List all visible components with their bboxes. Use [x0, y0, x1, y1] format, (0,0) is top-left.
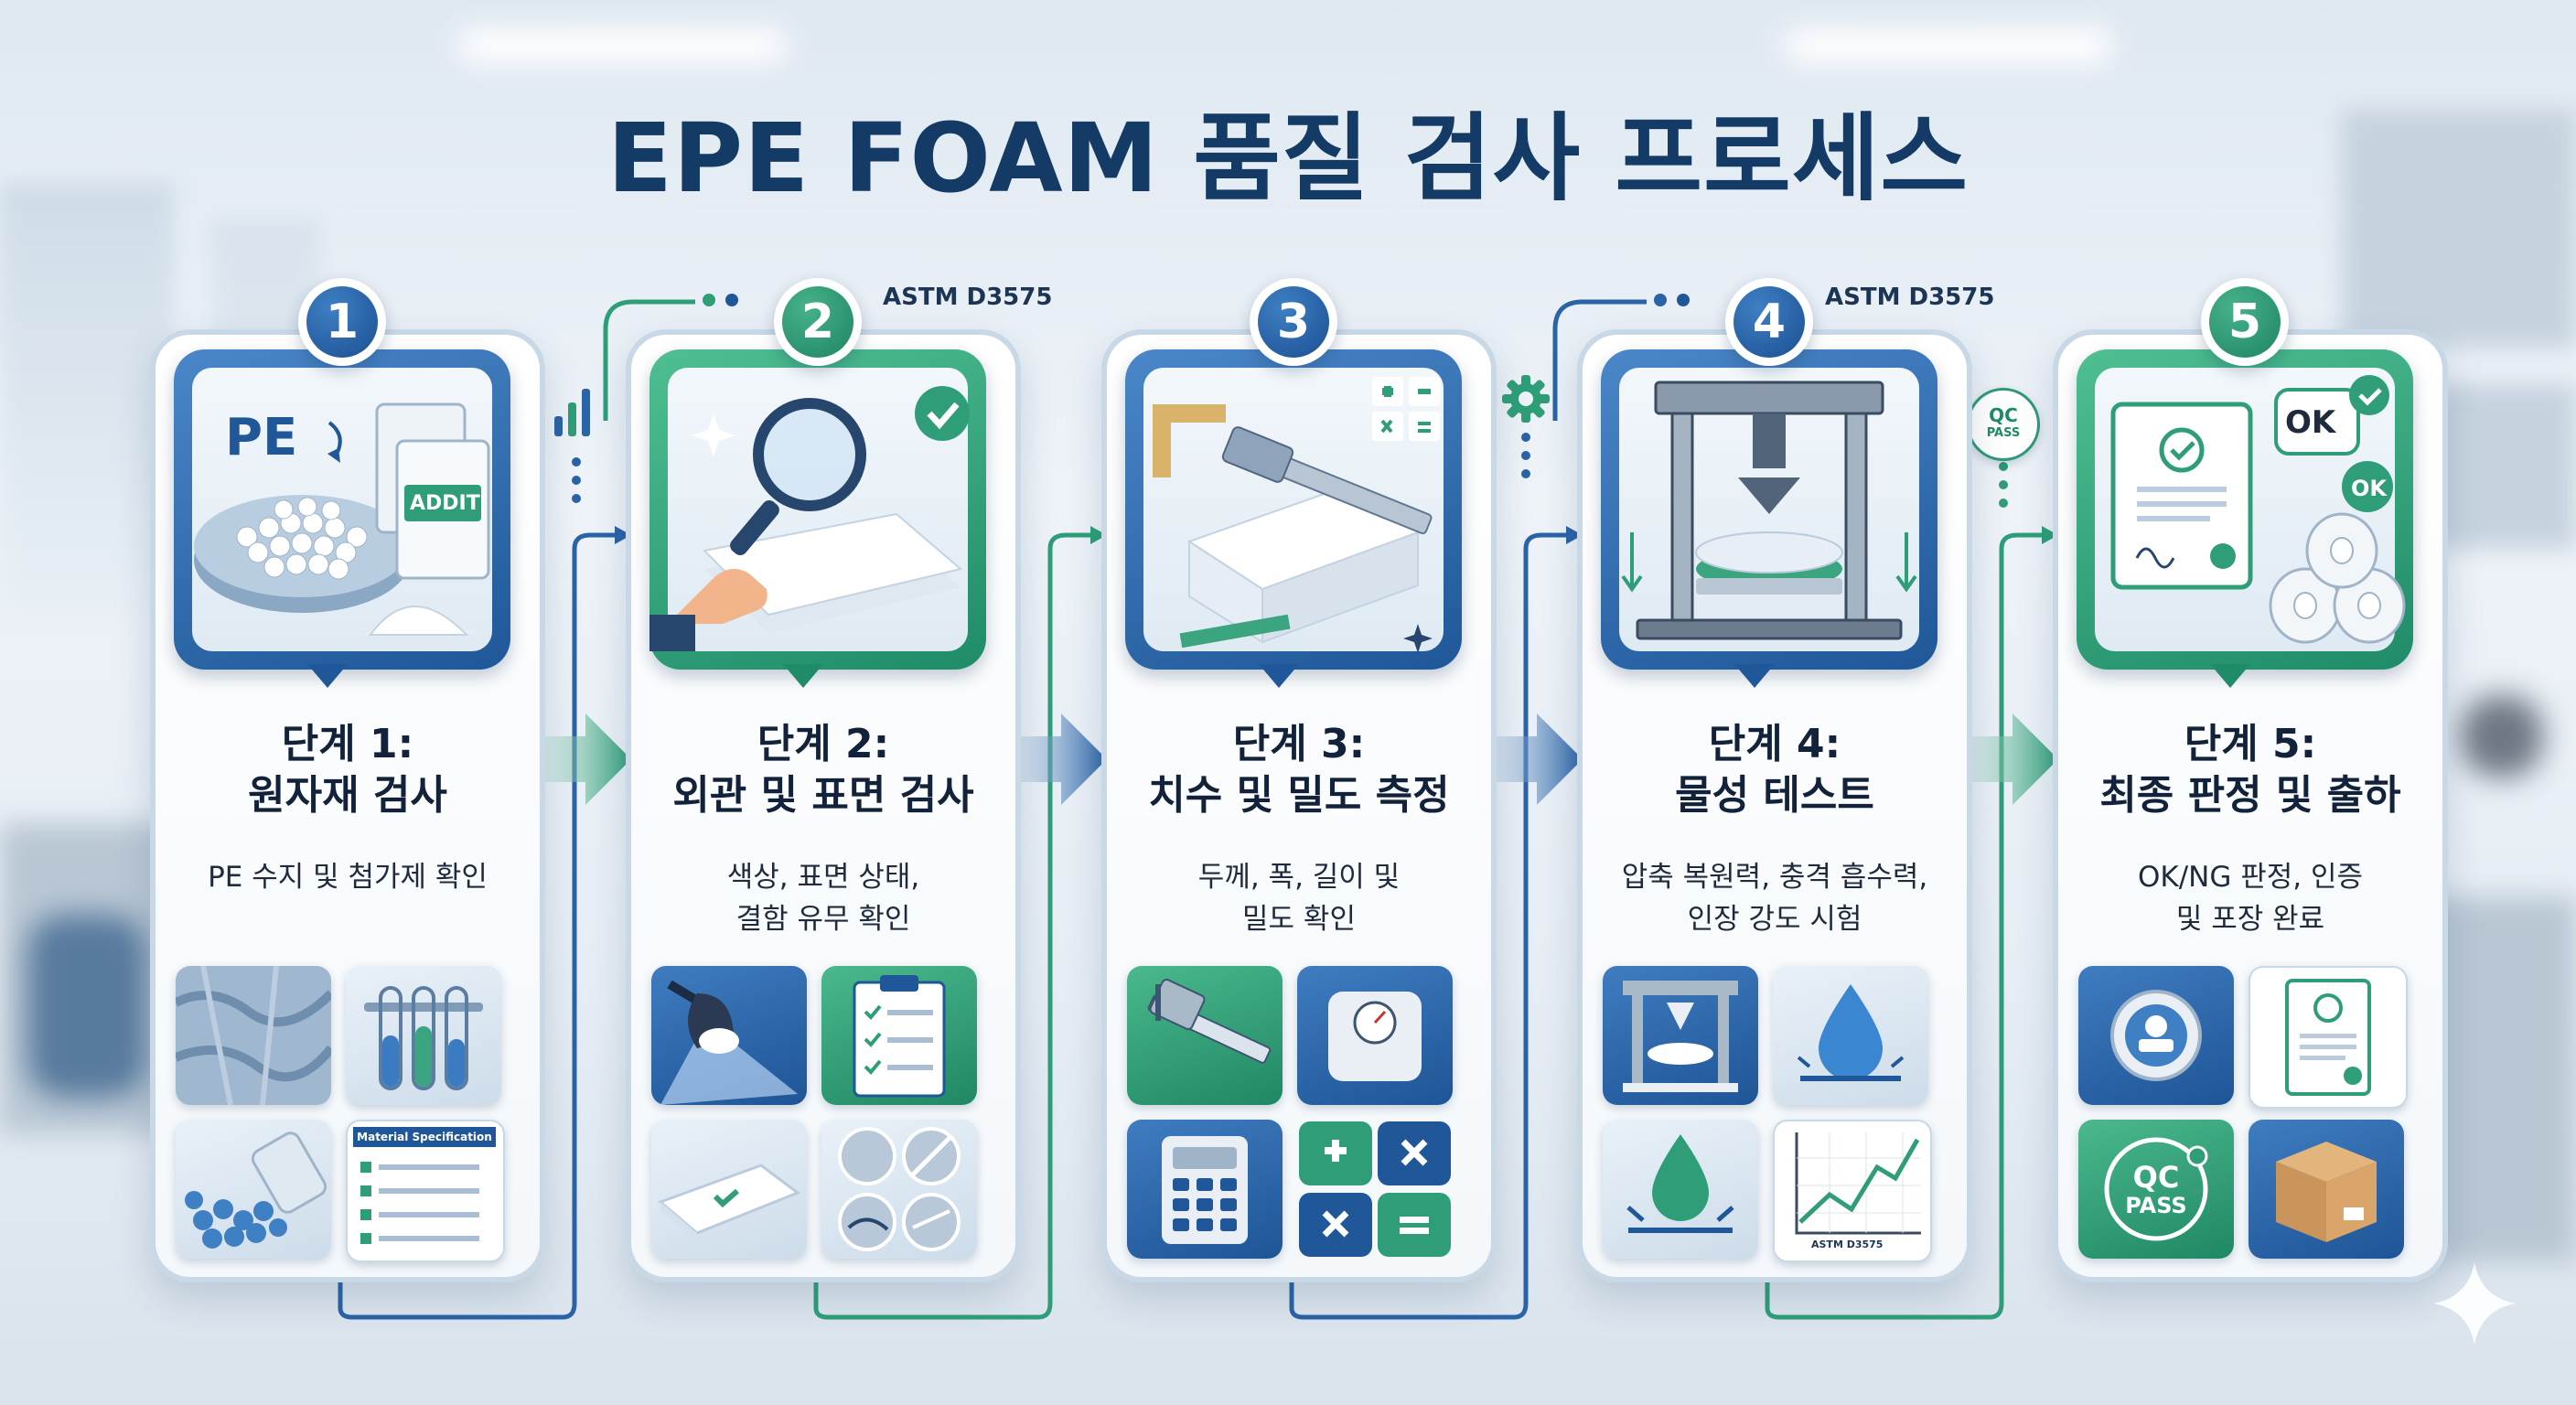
graph-icon: ASTM D3575	[1773, 1120, 1932, 1262]
magnifier-icon	[649, 386, 970, 651]
step-card-3: 단계 3: 치수 및 밀도 측정 두께, 폭, 길이 및 밀도 확인	[1101, 329, 1497, 1282]
step-3-title-line2: 치수 및 밀도 측정	[1148, 772, 1450, 819]
step-2-badge: 2	[774, 278, 862, 366]
step-2-hero	[649, 349, 986, 670]
certificate-icon	[2110, 375, 2406, 644]
step-3-desc-line1: 두께, 폭, 길이 및	[1197, 861, 1401, 894]
step-4-hero	[1601, 349, 1937, 670]
step-5-title-line1: 단계 5:	[2184, 721, 2317, 767]
step-4-title-line2: 물성 테스트	[1675, 772, 1874, 819]
step-2-desc-line1: 색상, 표면 상태,	[726, 861, 920, 894]
step-4-badge: 4	[1725, 278, 1813, 366]
green-drop-icon	[1603, 1120, 1758, 1259]
step-4-desc-line1: 압축 복원력, 충격 흡수력,	[1621, 861, 1928, 894]
hero-ok-label-2: OK	[2351, 476, 2387, 501]
step-5-title-line2: 최종 판정 및 출하	[2099, 772, 2401, 819]
calculator-icon	[1127, 1120, 1283, 1259]
step-2-desc-line2: 결함 유무 확인	[735, 903, 911, 936]
step-1-title-line2: 원자재 검사	[248, 772, 447, 819]
step-5-desc-line2: 및 포장 완료	[2175, 903, 2325, 936]
hero-ok-label-1: OK	[2285, 404, 2336, 441]
step-2-title-line2: 외관 및 표면 검사	[672, 772, 974, 819]
compression-icon	[1603, 966, 1758, 1105]
step-5-desc-line1: OK/NG 판정, 인증	[2137, 861, 2364, 894]
step-3-badge: 3	[1250, 278, 1337, 366]
foam-sheet-icon	[651, 1120, 807, 1259]
step-3-hero	[1125, 349, 1462, 670]
lamp-icon	[651, 966, 807, 1105]
step-card-1: PE ADDIT 단계 1: 원자재 검사 PE 수지 및 첨가제 확인 Mat…	[150, 329, 545, 1282]
step-3-title-line1: 단계 3:	[1232, 721, 1366, 767]
step-5-hero: OK OK	[2077, 349, 2413, 670]
standard-label-1: ASTM D3575	[883, 284, 1053, 311]
step-1-title-line1: 단계 1:	[281, 721, 414, 767]
foam-texture-icon	[176, 966, 331, 1105]
pellets-jar-icon	[176, 1120, 331, 1259]
step-1-hero: PE ADDIT	[174, 349, 510, 670]
material-spec-icon: Material Specification	[346, 1120, 505, 1262]
qc-pass-icon: QC PASS	[2078, 1120, 2234, 1259]
press-icon	[1621, 381, 1917, 640]
test-tubes-icon	[346, 966, 501, 1105]
step-card-4: 단계 4: 물성 테스트 압축 복원력, 충격 흡수력, 인장 강도 시험 AS…	[1577, 329, 1972, 1282]
document-icon	[2249, 966, 2408, 1109]
caliper-icon	[1153, 377, 1440, 653]
box-icon	[2249, 1120, 2404, 1259]
pe-pellets-icon	[194, 402, 490, 636]
step-4-desc-line2: 인장 강도 시험	[1687, 903, 1862, 936]
defect-samples-icon	[821, 1120, 977, 1259]
scale-icon	[1297, 966, 1453, 1105]
hero-bag-label: ADDIT	[410, 492, 480, 515]
step-4-title-line1: 단계 4:	[1708, 721, 1841, 767]
stamp-icon	[2078, 966, 2234, 1105]
caliper-tile-icon	[1127, 966, 1283, 1105]
step-1-badge: 1	[298, 278, 386, 366]
checklist-icon	[821, 966, 977, 1105]
qc-pass-badge: QC PASS	[1967, 388, 2040, 461]
sparkle-icon	[2433, 1262, 2516, 1345]
standard-label-2: ASTM D3575	[1825, 284, 1995, 311]
step-2-title-line1: 단계 2:	[757, 721, 890, 767]
hero-pe-label: PE	[225, 408, 298, 467]
step-3-desc-line2: 밀도 확인	[1242, 903, 1356, 936]
page-title: EPE FOAM 품질 검사 프로세스	[606, 102, 1970, 214]
math-symbols-icon	[1297, 1120, 1453, 1259]
step-card-5: OK OK 단계 5: 최종 판정 및 출하 OK/NG 판정, 인증 및 포장…	[2053, 329, 2448, 1282]
step-card-2: 단계 2: 외관 및 표면 검사 색상, 표면 상태, 결함 유무 확인	[626, 329, 1021, 1282]
water-drop-icon	[1773, 966, 1928, 1105]
step-1-desc-line1: PE 수지 및 첨가제 확인	[208, 861, 488, 894]
step-5-badge: 5	[2201, 278, 2289, 366]
